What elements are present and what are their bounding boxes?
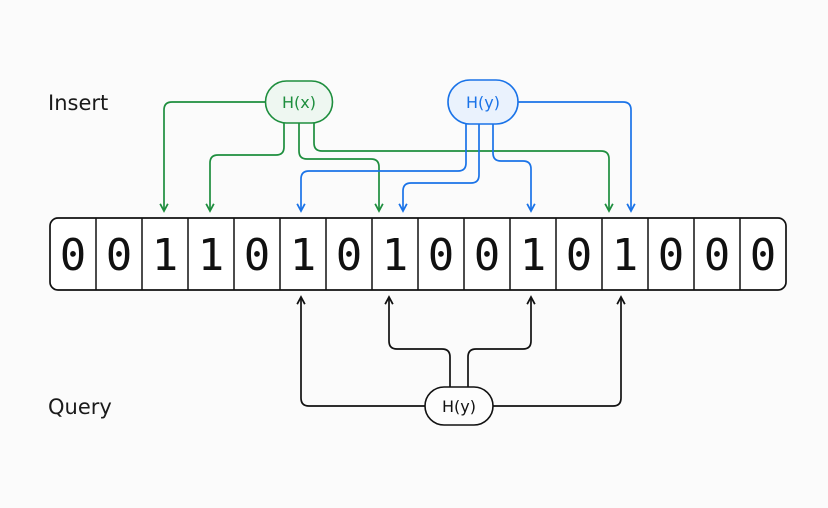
query-label: Query (48, 395, 112, 419)
bit-cell-10: 1 (520, 230, 547, 281)
hash-node-query-hy-pill (424, 386, 494, 426)
bit-cell-0: 0 (60, 230, 87, 281)
bit-cell-9: 0 (474, 230, 501, 281)
insert-label: Insert (48, 91, 108, 115)
query-arrows (296, 295, 626, 407)
hx-arrow-cell7 (298, 123, 384, 213)
hy-arrow-cell5 (296, 124, 467, 213)
bit-cell-12: 1 (612, 230, 639, 281)
bit-array: 0 0 1 1 0 1 0 1 0 0 1 0 1 0 0 0 (49, 217, 787, 291)
hy-arrow-cell10 (492, 124, 536, 213)
bit-cell-2: 1 (152, 230, 179, 281)
hash-node-insert-hy: H(y) (447, 79, 519, 125)
bit-cell-15: 0 (750, 230, 777, 281)
hash-node-insert-hy-pill (447, 79, 519, 125)
hx-arrow-cell3 (205, 123, 285, 213)
hy-arrow-cell12 (518, 101, 636, 213)
hash-node-insert-hy-label: H(y) (466, 93, 500, 112)
query-arrow-cell10 (467, 295, 536, 387)
bit-cell-6: 0 (336, 230, 363, 281)
bit-array-grid (95, 218, 741, 290)
hx-arrow-cell12 (313, 123, 614, 213)
bit-cell-13: 0 (658, 230, 685, 281)
hx-arrows (159, 101, 614, 213)
query-arrow-cell12 (493, 295, 626, 407)
hash-node-query-hy-label: H(y) (442, 397, 476, 416)
bit-cell-14: 0 (704, 230, 731, 281)
bit-cell-11: 0 (566, 230, 593, 281)
query-arrow-cell5 (296, 295, 425, 407)
bit-cell-4: 0 (244, 230, 271, 281)
bit-cell-1: 0 (106, 230, 133, 281)
bit-cell-8: 0 (428, 230, 455, 281)
hash-node-insert-hx-pill (264, 80, 334, 124)
hx-arrow-cell2 (159, 101, 265, 213)
hash-node-insert-hx: H(x) (264, 80, 334, 124)
hy-arrow-cell7 (398, 124, 480, 213)
hash-node-insert-hx-label: H(x) (282, 93, 316, 112)
bit-cell-5: 1 (290, 230, 317, 281)
bit-cell-7: 1 (382, 230, 409, 281)
hash-node-query-hy: H(y) (424, 386, 494, 426)
query-arrow-cell7 (384, 295, 451, 387)
bit-cell-3: 1 (198, 230, 225, 281)
hy-arrows (296, 101, 636, 213)
